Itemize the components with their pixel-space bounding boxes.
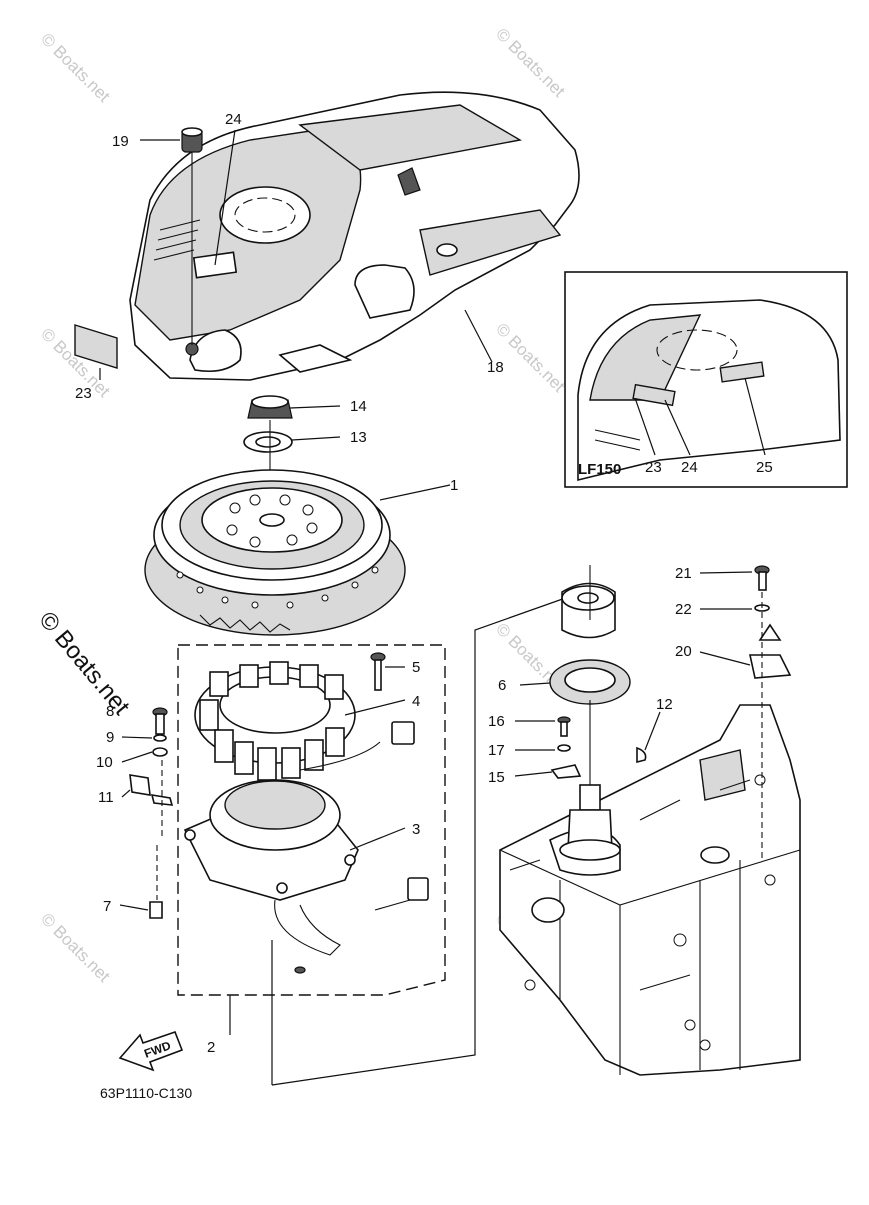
stator-screw (370, 652, 386, 691)
stator-group-box (177, 644, 446, 996)
grommet (181, 127, 203, 345)
inset-lf150: LF150 (564, 271, 848, 488)
callout-14: 14 (350, 398, 367, 415)
callout-1: 1 (450, 477, 458, 494)
inset-label: LF150 (578, 461, 621, 478)
callout-4: 4 (412, 693, 420, 710)
callout-6: 6 (498, 677, 506, 694)
callout-20: 20 (675, 643, 692, 660)
callout-24: 24 (225, 111, 242, 128)
callout-19: 19 (112, 133, 129, 150)
leader-lines (99, 129, 753, 1035)
callout-13: 13 (350, 429, 367, 446)
small-parts-center (550, 716, 582, 779)
callout-12: 12 (656, 696, 673, 713)
plate (549, 659, 631, 790)
watermark-2: © Boats.net (492, 24, 569, 101)
callout-17: 17 (488, 742, 505, 759)
fwd-arrow-icon: FWD (118, 1030, 184, 1072)
callout-15: 15 (488, 769, 505, 786)
watermark-4: © Boats.net (492, 319, 569, 396)
crankshaft-end (559, 784, 621, 861)
flywheel-cover (129, 91, 580, 381)
stator (194, 661, 415, 781)
watermark-1: © Boats.net (37, 29, 114, 106)
callout-21: 21 (675, 565, 692, 582)
watermark-6: © Boats.net (37, 909, 114, 986)
callout-2: 2 (207, 1039, 215, 1056)
engine-block (499, 704, 801, 1076)
callout-7: 7 (103, 898, 111, 915)
callout-24-inset: 24 (681, 459, 698, 476)
watermark-large: © Boats.net (33, 607, 135, 721)
label-patch (74, 324, 118, 369)
callout-3: 3 (412, 821, 420, 838)
callout-25-inset: 25 (756, 459, 773, 476)
callout-16: 16 (488, 713, 505, 730)
diagram-code: 63P1110-C130 (100, 1085, 192, 1101)
assembly-bracket (271, 589, 589, 1086)
woodruff-key (636, 746, 647, 764)
callout-10: 10 (96, 754, 113, 771)
callouts: 1 2 3 4 5 6 7 8 9 10 11 12 13 14 15 16 1… (75, 111, 773, 1056)
flywheel-nut (247, 395, 293, 419)
callout-23: 23 (75, 385, 92, 402)
stator-base (183, 779, 429, 974)
callout-5: 5 (412, 659, 420, 676)
small-parts-right (749, 565, 792, 860)
callout-11: 11 (98, 789, 114, 806)
pulley (561, 565, 616, 639)
small-parts-left (129, 707, 174, 919)
callout-22: 22 (675, 601, 692, 618)
callout-23-inset: 23 (645, 459, 662, 476)
callout-18: 18 (487, 359, 504, 376)
callout-8: 8 (106, 703, 114, 720)
flywheel-washer (243, 431, 293, 453)
callout-9: 9 (106, 729, 114, 746)
flywheel (144, 469, 406, 636)
